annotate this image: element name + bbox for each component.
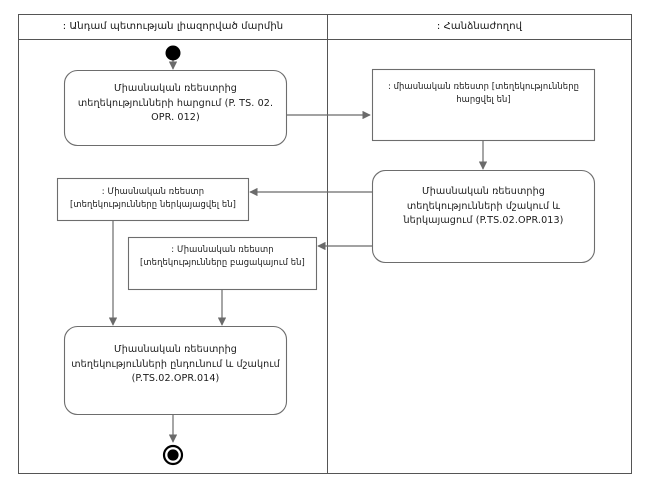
activity-request-box xyxy=(63,69,288,147)
activity-receive-process-box xyxy=(63,325,288,416)
activity-process-present-box xyxy=(371,169,596,264)
object-registry-presented-box xyxy=(56,177,250,222)
object-registry-absent-box xyxy=(127,236,318,291)
initial-node xyxy=(165,45,181,61)
final-node-core xyxy=(167,449,179,461)
object-registry-requested-box xyxy=(371,68,596,142)
